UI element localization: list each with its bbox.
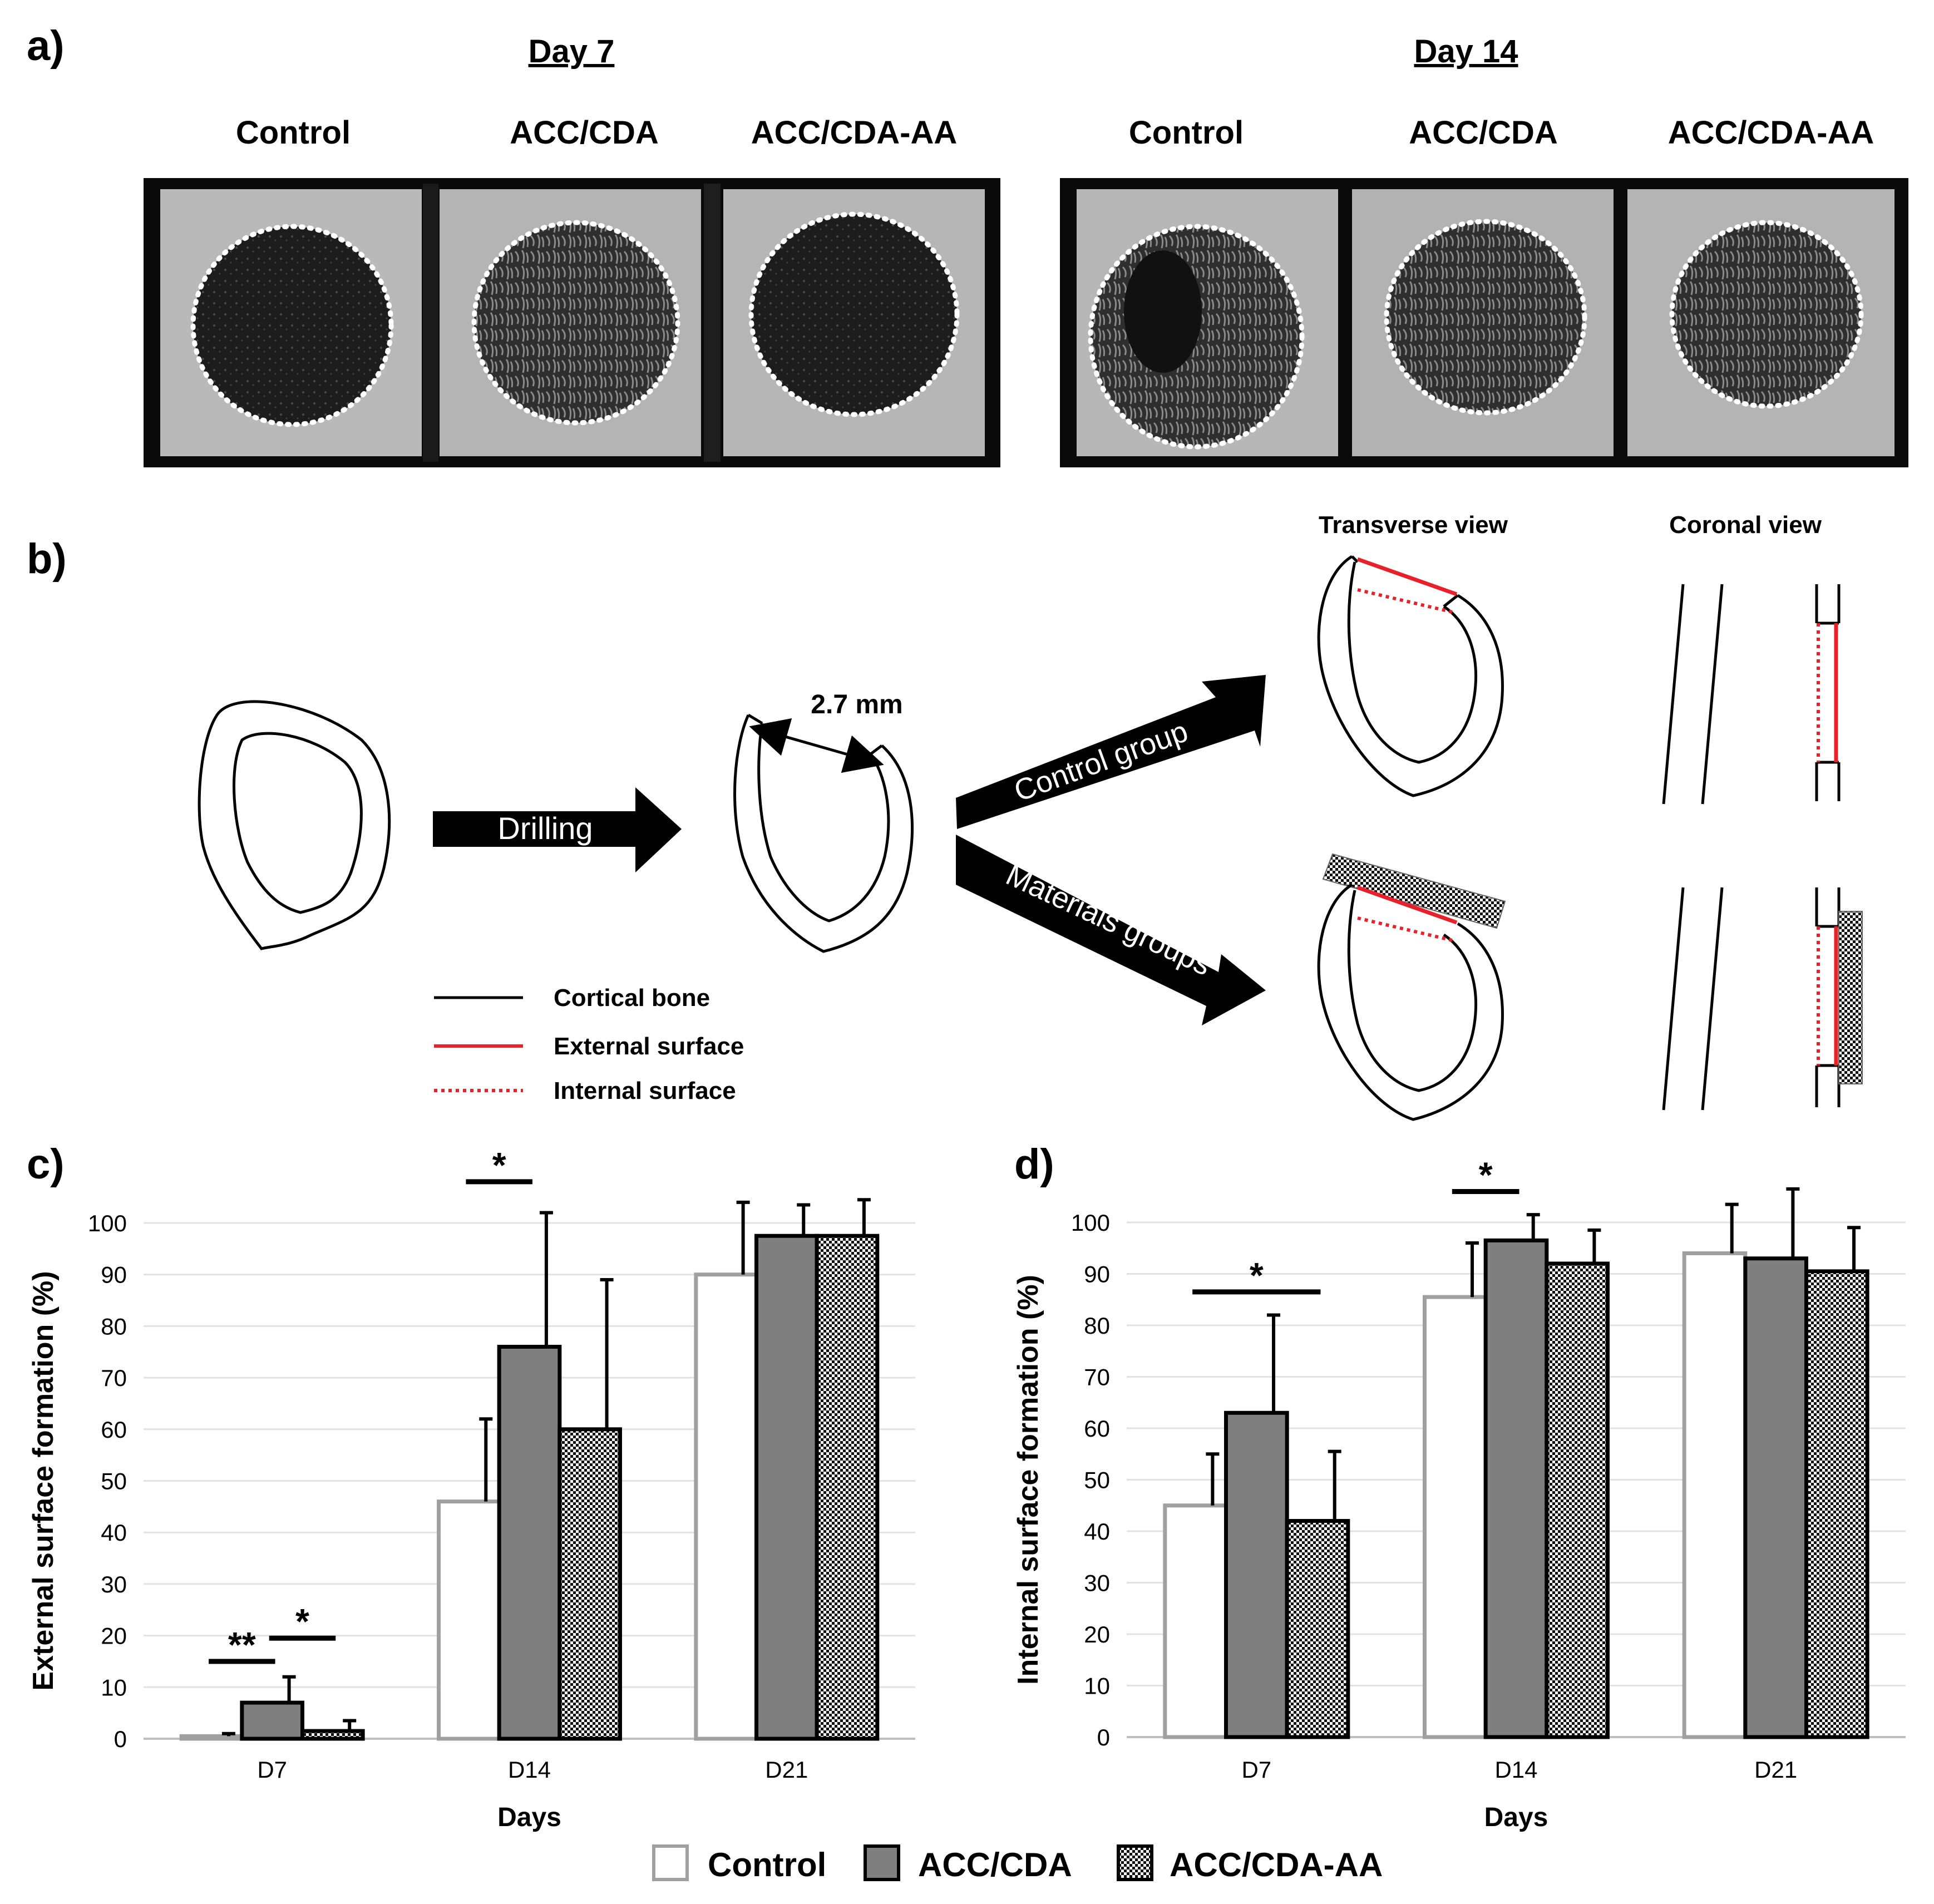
image-label-d14-control: Control xyxy=(1129,115,1244,151)
panel-b-label: b) xyxy=(27,535,67,583)
transverse-view-title: Transverse view xyxy=(1319,511,1508,539)
bone-intact-icon xyxy=(198,700,391,950)
significance-label: * xyxy=(1250,1255,1264,1295)
bar xyxy=(1804,1269,1869,1739)
bar xyxy=(179,1734,244,1741)
transverse-materials-icon xyxy=(1317,853,1506,1121)
control-group-label: Control group xyxy=(1010,714,1192,808)
y-tick-label: 90 xyxy=(101,1262,127,1288)
y-tick-label: 30 xyxy=(1084,1570,1110,1596)
image-label-d7-control: Control xyxy=(236,115,351,151)
drilling-arrow: Drilling xyxy=(433,787,682,872)
legend-swatch-acccdaaa xyxy=(1117,1844,1153,1881)
legend-label-internal: Internal surface xyxy=(554,1077,736,1104)
y-tick-label: 10 xyxy=(1084,1673,1110,1699)
y-tick-label: 50 xyxy=(101,1468,127,1494)
legend-label-cortical: Cortical bone xyxy=(554,984,710,1012)
legend-label-acccdaaa: ACC/CDA-AA xyxy=(1170,1846,1383,1883)
bar xyxy=(1163,1503,1228,1739)
y-tick-label: 50 xyxy=(1084,1467,1110,1493)
bar xyxy=(437,1499,501,1741)
microct-day14 xyxy=(1060,178,1908,467)
image-label-d7-acccdaaa: ACC/CDA-AA xyxy=(751,115,958,151)
y-axis-title: External surface formation (%) xyxy=(27,1271,60,1690)
transverse-control-icon xyxy=(1317,555,1504,797)
y-tick-label: 10 xyxy=(101,1674,127,1700)
y-tick-label: 30 xyxy=(101,1571,127,1597)
bar xyxy=(694,1272,759,1741)
y-tick-label: 70 xyxy=(1084,1364,1110,1390)
y-tick-label: 60 xyxy=(1084,1415,1110,1442)
legend-swatch-acccda xyxy=(864,1844,900,1881)
y-tick-label: 20 xyxy=(101,1623,127,1649)
image-label-d7-acccda: ACC/CDA xyxy=(510,115,658,151)
bone-drilled-icon xyxy=(733,713,914,953)
bar xyxy=(815,1234,880,1741)
legend-label-acccda: ACC/CDA xyxy=(918,1846,1072,1883)
chart-legend: Control ACC/CDA ACC/CDA-AA xyxy=(652,1844,1383,1883)
significance-label: * xyxy=(492,1145,506,1185)
x-axis-title: Days xyxy=(1484,1803,1548,1832)
microct-day7 xyxy=(144,178,1000,467)
legend-label-control: Control xyxy=(708,1846,826,1883)
bar xyxy=(1483,1238,1549,1739)
x-tick-label: D21 xyxy=(765,1757,808,1783)
image-label-d14-acccda: ACC/CDA xyxy=(1409,115,1557,151)
x-tick-label: D14 xyxy=(1494,1757,1537,1783)
panel-a: a) Day 7 Day 14 Control ACC/CDA ACC/CDA-… xyxy=(27,22,1908,467)
bar xyxy=(1423,1295,1488,1739)
bar xyxy=(1224,1410,1289,1739)
day14-heading: Day 14 xyxy=(1414,33,1518,70)
materials-groups-arrow: Materials groups xyxy=(956,835,1266,1025)
bar xyxy=(557,1427,622,1741)
drilling-label: Drilling xyxy=(497,811,593,846)
y-tick-label: 40 xyxy=(101,1520,127,1546)
y-tick-label: 90 xyxy=(1084,1261,1110,1288)
drill-size-label: 2.7 mm xyxy=(811,690,902,719)
y-tick-label: 0 xyxy=(114,1726,127,1752)
y-tick-label: 40 xyxy=(1084,1518,1110,1545)
y-axis-title: Internal surface formation (%) xyxy=(1012,1275,1044,1685)
bar xyxy=(1682,1251,1748,1739)
bar xyxy=(754,1234,819,1741)
panel-d-label: d) xyxy=(1014,1141,1054,1188)
bar xyxy=(300,1729,365,1741)
panel-b: b) Transverse view Coronal view Drilling… xyxy=(27,511,1863,1121)
y-tick-label: 20 xyxy=(1084,1621,1110,1647)
bar xyxy=(497,1344,562,1741)
x-tick-label: D7 xyxy=(257,1757,287,1783)
x-tick-label: D7 xyxy=(1241,1757,1271,1783)
y-tick-label: 0 xyxy=(1097,1724,1110,1750)
legend-label-external: External surface xyxy=(554,1033,744,1060)
significance-label: ** xyxy=(228,1625,256,1665)
day7-heading: Day 7 xyxy=(529,33,615,70)
y-tick-label: 70 xyxy=(101,1365,127,1391)
panel-c-label: c) xyxy=(27,1141,65,1188)
bar xyxy=(1285,1519,1350,1739)
control-group-arrow: Control group xyxy=(956,675,1266,829)
y-tick-label: 100 xyxy=(88,1210,127,1236)
schematic-legend: Cortical bone External surface Internal … xyxy=(434,984,744,1104)
panel-a-label: a) xyxy=(27,22,65,70)
y-tick-label: 60 xyxy=(101,1417,127,1443)
coronal-view-title: Coronal view xyxy=(1669,511,1822,539)
significance-label: * xyxy=(295,1601,309,1641)
drill-diameter-arrow xyxy=(749,718,884,773)
x-tick-label: D21 xyxy=(1754,1757,1797,1783)
y-tick-label: 100 xyxy=(1071,1210,1110,1236)
coronal-view-icons xyxy=(1662,584,1863,1111)
bar xyxy=(240,1700,304,1741)
x-tick-label: D14 xyxy=(508,1757,551,1783)
legend-swatch-control xyxy=(652,1844,689,1881)
y-tick-label: 80 xyxy=(1084,1313,1110,1339)
significance-label: * xyxy=(1479,1155,1493,1195)
y-tick-label: 80 xyxy=(101,1313,127,1339)
bar xyxy=(1545,1261,1610,1739)
bar xyxy=(1743,1256,1808,1739)
x-axis-title: Days xyxy=(497,1803,561,1832)
image-label-d14-acccdaaa: ACC/CDA-AA xyxy=(1668,115,1874,151)
